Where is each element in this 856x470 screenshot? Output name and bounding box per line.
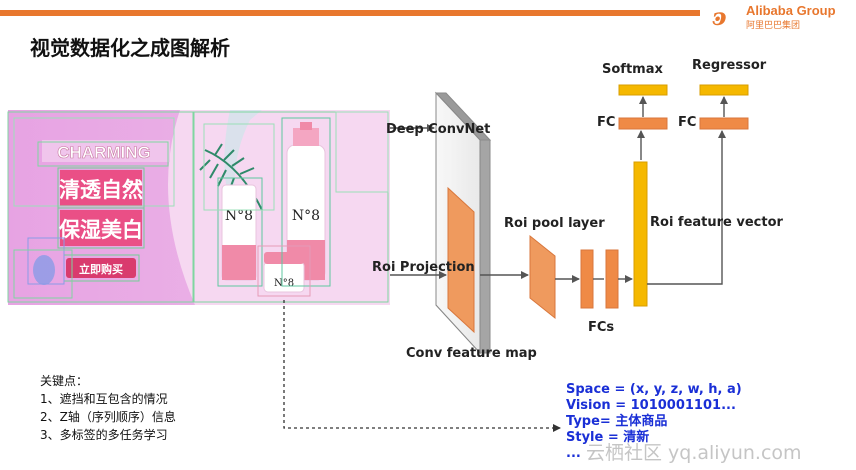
key-points-heading: 关键点：	[40, 374, 89, 388]
label-roi-feature-vector: Roi feature vector	[650, 215, 783, 230]
ad-buy-button: 立即购买	[79, 262, 123, 276]
alibaba-logo-icon: ꜿ	[712, 2, 727, 31]
label-softmax: Softmax	[602, 62, 663, 77]
label-conv-feature-map: Conv feature map	[406, 346, 537, 361]
label-roi-projection: Roi Projection	[372, 260, 475, 275]
key-point-item: 2、Z轴（序列顺序）信息	[40, 410, 176, 424]
roi-region	[447, 186, 475, 334]
attr-vision: Vision = 1010001101...	[566, 398, 736, 413]
svg-text:N°8: N°8	[292, 208, 320, 224]
attr-ellipsis: ...	[566, 446, 581, 461]
label-fcs: FCs	[588, 320, 615, 335]
logo-chinese: 阿里巴巴集团	[746, 21, 801, 31]
fc-bar-2	[605, 249, 619, 309]
attr-type: Type= 主体商品	[566, 414, 668, 429]
attr-style: Style = 清新	[566, 430, 650, 445]
fc-bar-1	[580, 249, 594, 309]
ad-brand-text: CHARMING	[57, 143, 151, 162]
label-fc-softmax: FC	[597, 115, 616, 130]
svg-text:N°8: N°8	[225, 208, 253, 224]
attr-space: Space = (x, y, z, w, h, a)	[566, 382, 742, 397]
product-ad-image: CHARMING 清透自然 保湿美白 立即购买 N°8 N°8 N°8	[7, 110, 390, 305]
label-roi-pool-layer: Roi pool layer	[504, 216, 605, 231]
conv-feature-map	[434, 91, 492, 355]
alibaba-logo: ꜿ Alibaba Group 阿里巴巴集团	[712, 2, 852, 31]
watermark: 云栖社区 yq.aliyun.com	[586, 442, 802, 464]
label-fc-regressor: FC	[678, 115, 697, 130]
header-accent-bar	[0, 10, 700, 16]
key-point-item: 1、遮挡和互包含的情况	[40, 392, 168, 406]
svg-text:N°8: N°8	[274, 278, 294, 289]
key-points-list: 关键点： 1、遮挡和互包含的情况 2、Z轴（序列顺序）信息 3、多标签的多任务学…	[40, 372, 176, 444]
page-title: 视觉数据化之成图解析	[30, 36, 230, 60]
fc-regressor-bar	[699, 117, 749, 130]
ad-headline-2: 保湿美白	[58, 218, 143, 242]
roi-pool-block	[529, 234, 556, 320]
regressor-output-bar	[699, 84, 749, 96]
logo-english: Alibaba Group	[746, 3, 836, 18]
softmax-output-bar	[618, 84, 668, 96]
label-regressor: Regressor	[692, 58, 767, 73]
roi-feature-vector-bar	[633, 161, 648, 307]
label-deep-convnet: Deep ConvNet	[386, 122, 491, 137]
key-point-item: 3、多标签的多任务学习	[40, 428, 168, 442]
ad-headline-1: 清透自然	[59, 178, 143, 202]
dashed-annotation-arrow	[283, 300, 561, 432]
fc-softmax-bar	[618, 117, 668, 130]
visual-attributes-output: Space = (x, y, z, w, h, a) Vision = 1010…	[566, 382, 742, 462]
flow-arrows	[390, 96, 728, 285]
detection-boxes	[7, 111, 389, 303]
